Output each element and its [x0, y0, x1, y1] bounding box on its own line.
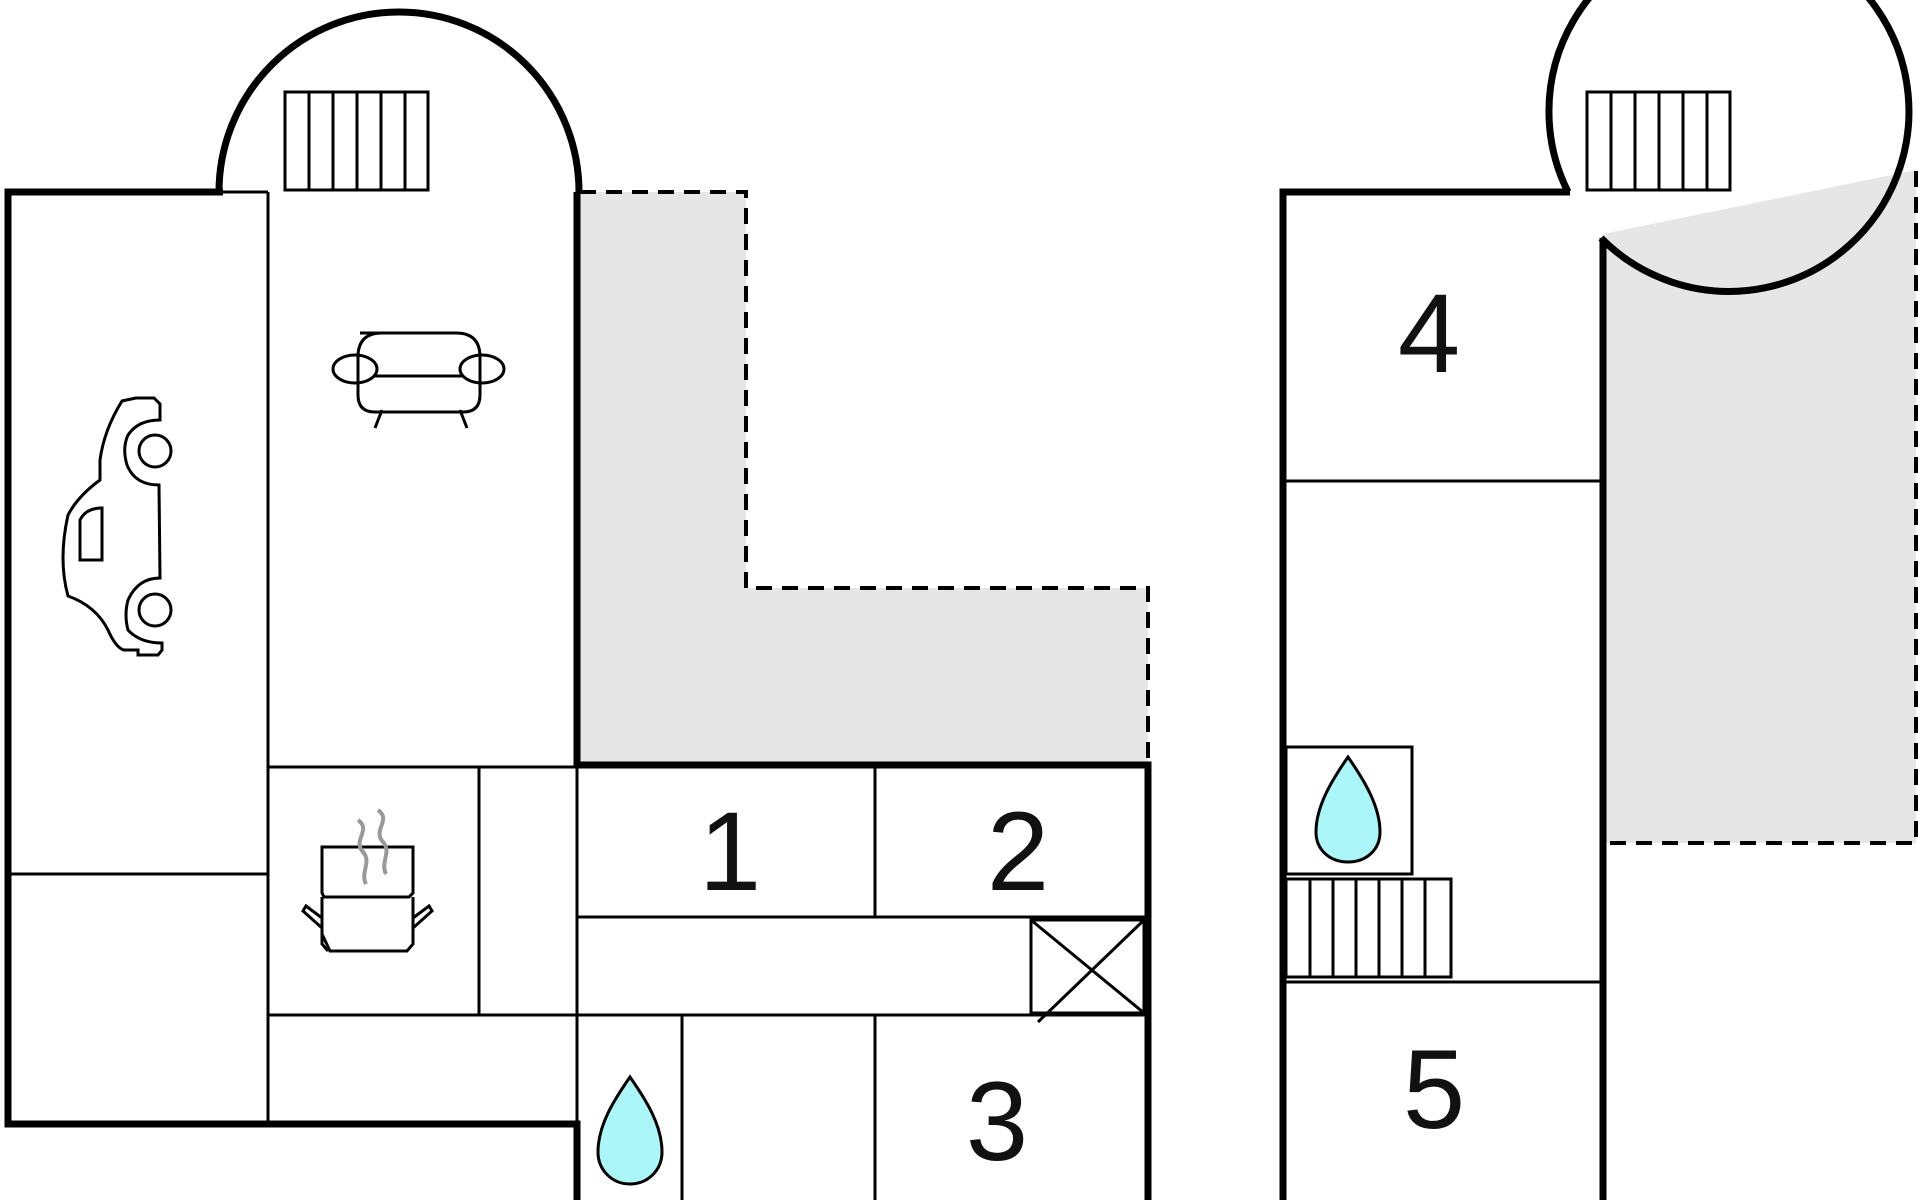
room-number-5: 5: [1403, 1027, 1465, 1152]
right-building: [1279, 0, 1913, 1200]
water-drop-icon: [596, 1074, 664, 1186]
cooking-pot-icon: [301, 808, 434, 953]
room-number-1: 1: [699, 789, 761, 914]
stairs-icon: [1284, 877, 1453, 979]
car-icon: [61, 396, 173, 657]
room-number-3: 3: [966, 1059, 1028, 1184]
left-building: [4, 8, 1152, 1200]
sofa-icon: [331, 331, 506, 429]
terrace-right: [1603, 170, 1918, 845]
stairs-icon: [283, 90, 430, 192]
stairs-icon: [1585, 90, 1732, 192]
room-number-4: 4: [1398, 271, 1460, 396]
room-number-2: 2: [987, 789, 1049, 914]
terrace-left: [580, 190, 1150, 765]
water-drop-icon: [1284, 745, 1414, 876]
shaft-cross-icon: [1029, 918, 1146, 1024]
